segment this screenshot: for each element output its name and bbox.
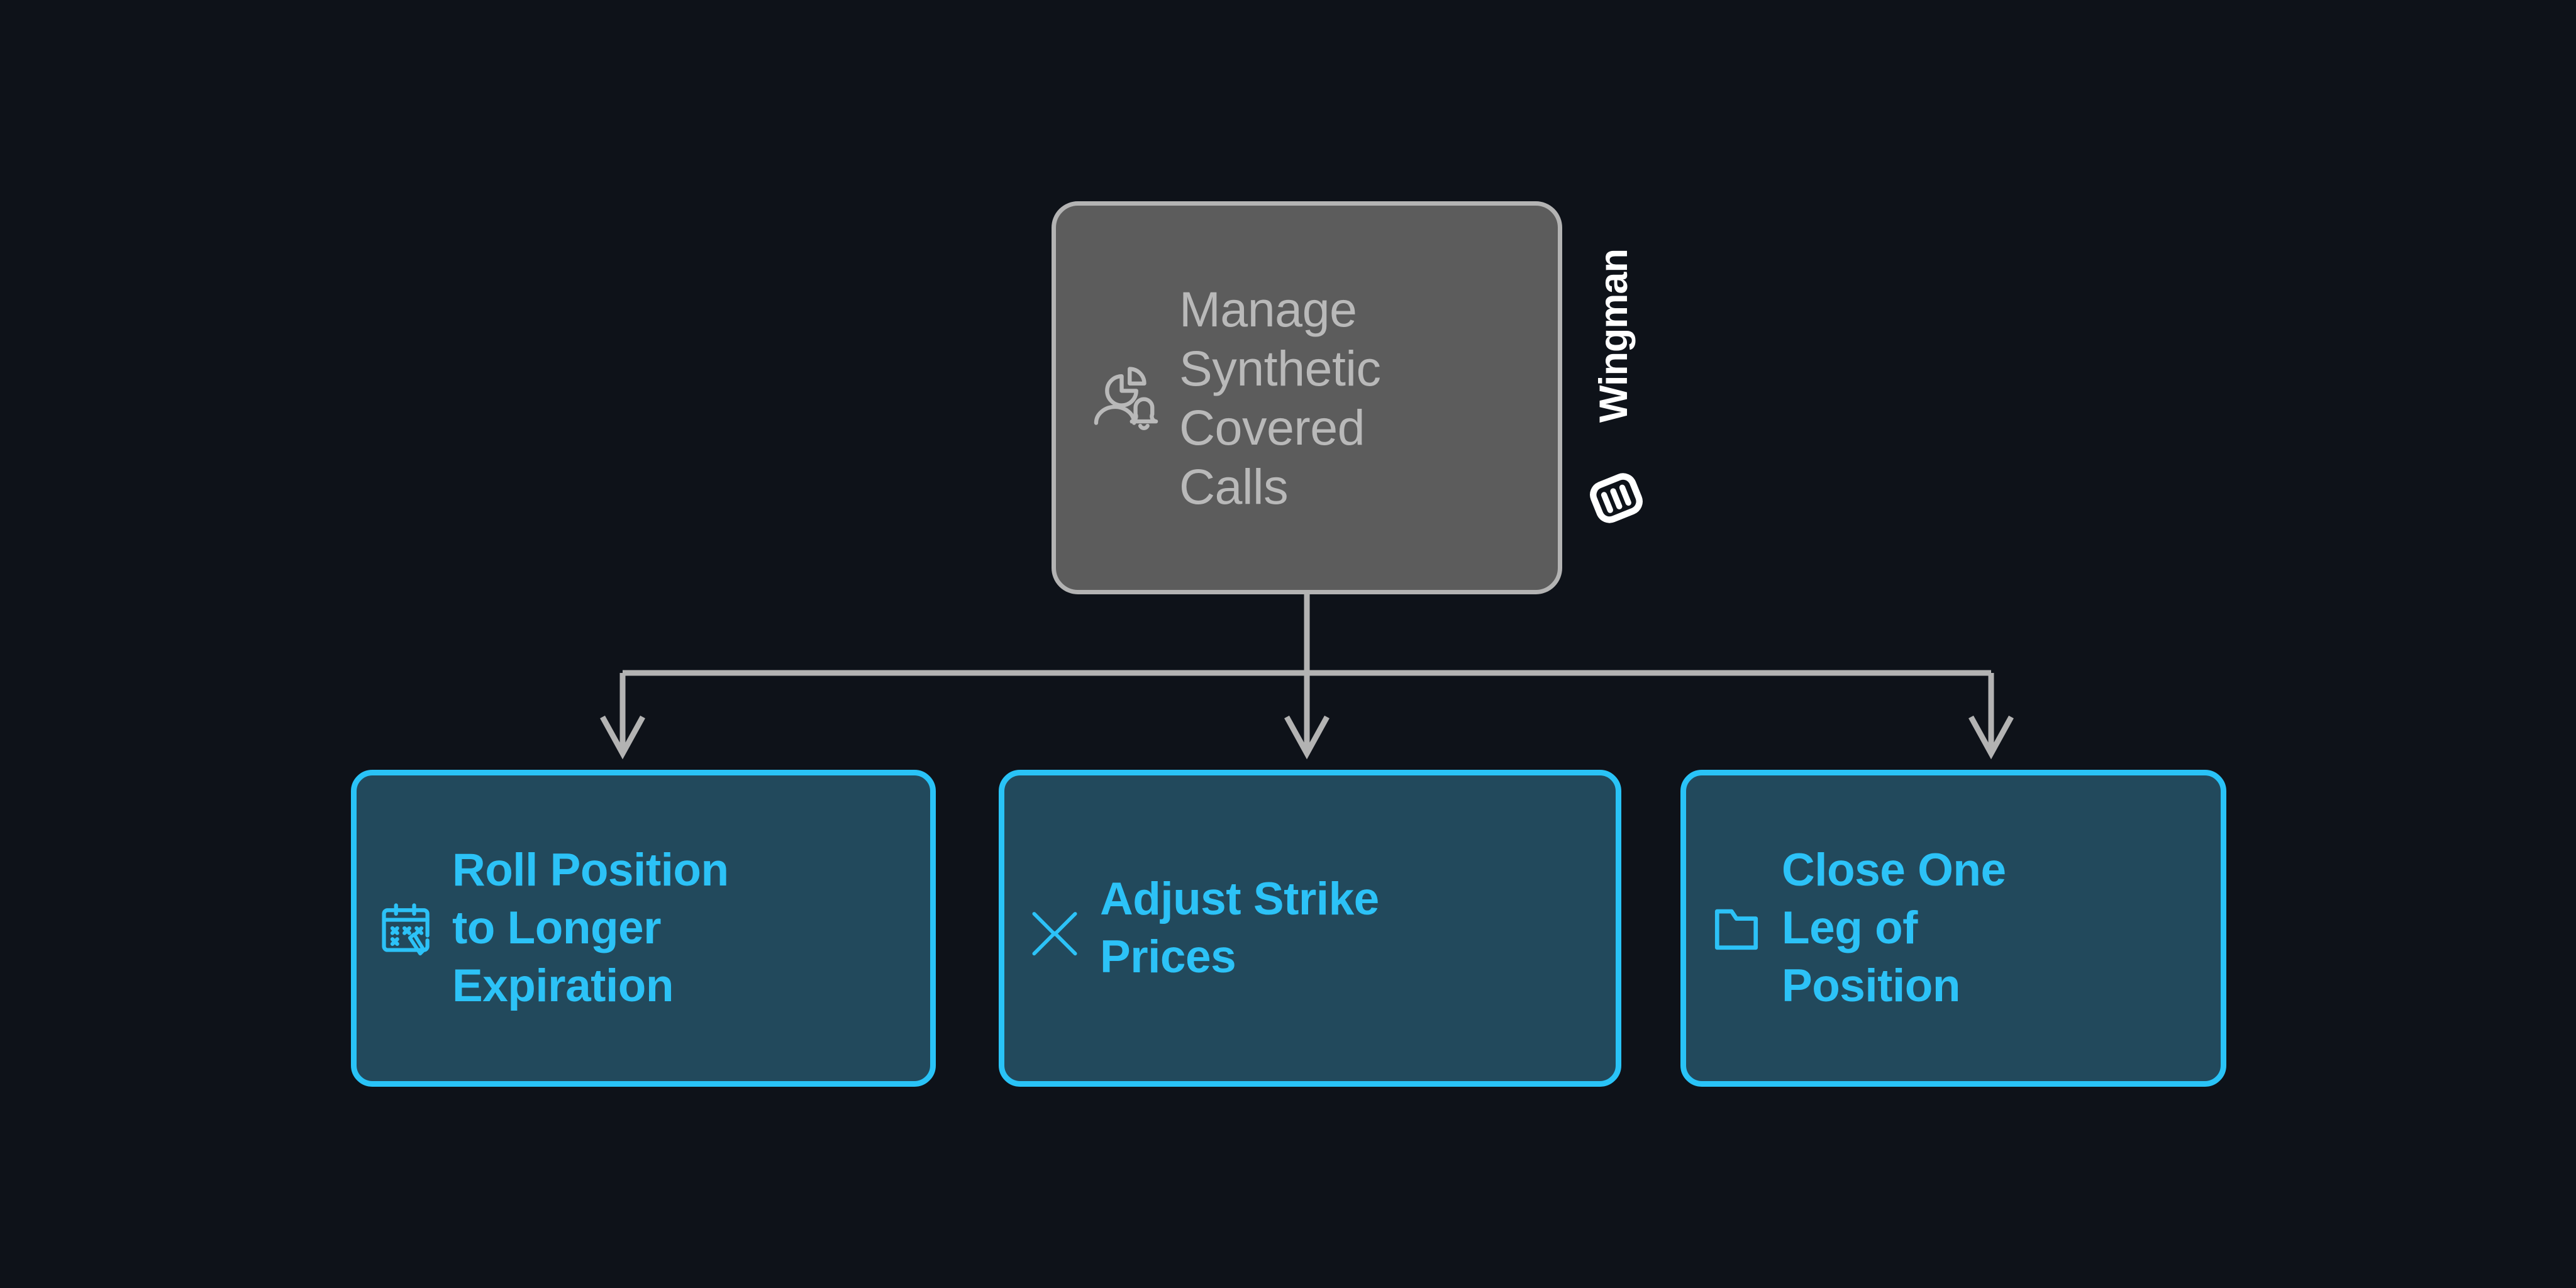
- user-pie-chart-bell-icon: [1087, 362, 1160, 435]
- chevron-collapse-icon: [1024, 898, 1085, 958]
- wingman-logo-icon: [1584, 465, 1649, 531]
- brand-name: Wingman: [1592, 249, 1636, 423]
- folder-icon: [1706, 898, 1767, 958]
- arrowhead-2: [1968, 715, 2014, 760]
- arrowhead-1: [1284, 715, 1330, 760]
- node-label: Adjust Strike Prices: [1100, 874, 1379, 982]
- calendar-edit-icon: [377, 898, 437, 958]
- brand-watermark: Wingman: [1584, 201, 1659, 553]
- chevron-down: [1032, 912, 1077, 936]
- node-label: Manage Synthetic Covered Calls: [1179, 280, 1381, 514]
- node-roll-position-to-longer-expiration[interactable]: Roll Position to Longer Expiration: [351, 770, 936, 1087]
- node-manage-synthetic-covered-calls[interactable]: Manage Synthetic Covered Calls: [1052, 201, 1562, 594]
- node-label: Close One Leg of Position: [1782, 845, 2006, 1011]
- node-label: Roll Position to Longer Expiration: [452, 845, 729, 1011]
- node-close-one-leg-of-position[interactable]: Close One Leg of Position: [1680, 770, 2226, 1087]
- chevron-up: [1032, 931, 1077, 956]
- arrowhead-0: [600, 715, 645, 760]
- node-adjust-strike-prices[interactable]: Adjust Strike Prices: [999, 770, 1621, 1087]
